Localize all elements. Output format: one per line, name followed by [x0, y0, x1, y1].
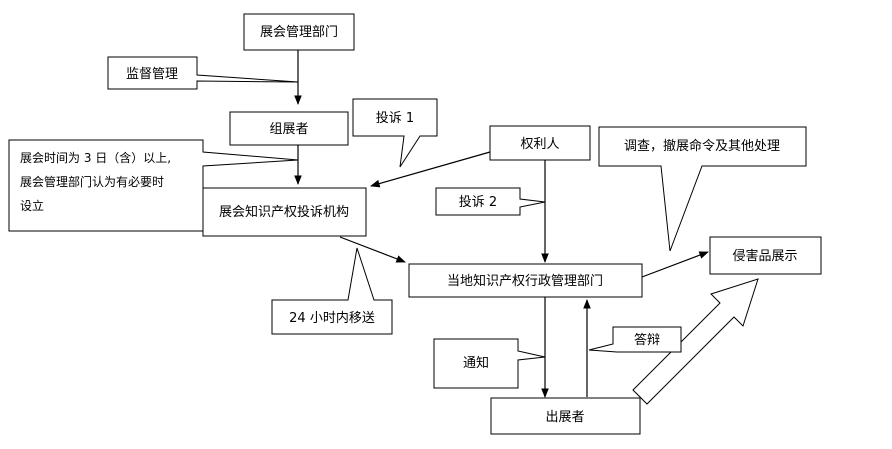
callout-investigation: 调查，撤展命令及其他处理 [598, 126, 807, 252]
node-exhibition-admin: 展会管理部门 [243, 13, 355, 51]
node-exhibitor: 出展者 [490, 397, 641, 435]
callout-setup-condition-line-2: 展会管理部门认为有必要时 [20, 174, 164, 189]
callout-setup-condition: 展会时间为 3 日（含）以上, 展会管理部门认为有必要时 设立 [8, 139, 299, 232]
arrow-local-admin-to-infringing [641, 251, 709, 278]
node-right-holder-label: 权利人 [520, 136, 559, 152]
arrow-rightholder-to-agency [370, 151, 491, 188]
arrow-agency-to-local-admin [339, 236, 406, 263]
callout-complaint-2: 投诉 2 [435, 187, 546, 216]
callout-setup-condition-line-1: 展会时间为 3 日（含）以上, [20, 150, 171, 165]
node-complaint-agency: 展会知识产权投诉机构 [202, 187, 367, 237]
callout-complaint-1: 投诉 1 [352, 98, 438, 168]
callout-notify-text: 通知 [463, 355, 489, 371]
node-complaint-agency-label: 展会知识产权投诉机构 [219, 204, 349, 220]
node-local-ip-admin: 当地知识产权行政管理部门 [408, 263, 643, 298]
node-infringing-exhibit: 侵害品展示 [709, 236, 822, 275]
callout-supervision-text: 监督管理 [126, 67, 178, 82]
callout-transfer-24h-text: 24 小时内移送 [289, 310, 375, 326]
callout-transfer-24h: 24 小时内移送 [271, 247, 393, 335]
node-infringing-exhibit-label: 侵害品展示 [732, 248, 797, 264]
callout-complaint-1-text: 投诉 1 [376, 110, 414, 126]
hollow-arrow-exhibitor-to-infringing [632, 278, 759, 405]
callout-defense: 答辩 [588, 326, 682, 353]
callout-supervision: 监督管理 [107, 56, 299, 90]
node-organizer: 组展者 [229, 111, 349, 146]
node-organizer-label: 组展者 [269, 122, 308, 137]
node-right-holder: 权利人 [489, 125, 591, 161]
node-exhibitor-label: 出展者 [545, 410, 584, 425]
callout-notify: 通知 [433, 338, 546, 389]
callout-setup-condition-line-3: 设立 [20, 198, 44, 213]
callout-investigation-text: 调查，撤展命令及其他处理 [624, 138, 780, 154]
callout-defense-text: 答辩 [634, 332, 660, 348]
node-exhibition-admin-label: 展会管理部门 [260, 25, 338, 40]
callout-complaint-2-text: 投诉 2 [459, 194, 497, 210]
node-local-ip-admin-label: 当地知识产权行政管理部门 [447, 273, 603, 289]
